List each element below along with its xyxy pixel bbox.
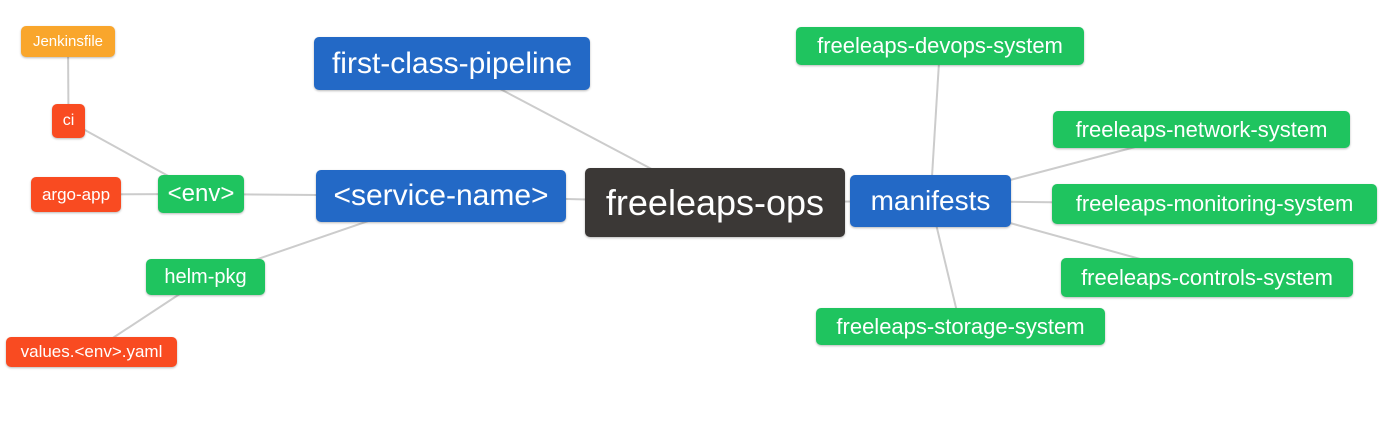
node-freeleaps-network-system[interactable]: freeleaps-network-system	[1053, 111, 1350, 148]
node-argo-app[interactable]: argo-app	[31, 177, 121, 212]
node-label: helm-pkg	[164, 265, 247, 288]
node-freeleaps-storage-system[interactable]: freeleaps-storage-system	[816, 308, 1105, 345]
node-label: freeleaps-monitoring-system	[1075, 191, 1354, 216]
node-label: <service-name>	[333, 179, 549, 212]
node-label: Jenkinsfile	[32, 33, 104, 50]
node-label: values.<env>.yaml	[20, 342, 163, 361]
node-ci[interactable]: ci	[52, 104, 85, 138]
node-label: manifests	[870, 185, 991, 216]
node-env[interactable]: <env>	[158, 175, 244, 213]
node-label: freeleaps-controls-system	[1081, 264, 1333, 290]
node-freeleaps-controls-system[interactable]: freeleaps-controls-system	[1061, 258, 1353, 297]
node-label: freeleaps-network-system	[1075, 116, 1328, 142]
node-label: <env>	[167, 180, 235, 207]
node-label: freeleaps-storage-system	[836, 313, 1085, 339]
node-label: freeleaps-devops-system	[817, 33, 1063, 58]
node-values-env-yaml[interactable]: values.<env>.yaml	[6, 337, 177, 367]
node-freeleaps-ops[interactable]: freeleaps-ops	[585, 168, 845, 237]
node-label: argo-app	[41, 184, 111, 204]
node-label: freeleaps-ops	[605, 181, 825, 223]
node-freeleaps-devops-system[interactable]: freeleaps-devops-system	[796, 27, 1084, 65]
node-jenkinsfile[interactable]: Jenkinsfile	[21, 26, 115, 57]
node-label: ci	[62, 112, 75, 129]
node-first-class-pipeline[interactable]: first-class-pipeline	[314, 37, 590, 90]
node-label: first-class-pipeline	[331, 46, 573, 80]
node-service-name[interactable]: <service-name>	[316, 170, 566, 222]
node-manifests[interactable]: manifests	[850, 175, 1011, 227]
node-freeleaps-monitoring-system[interactable]: freeleaps-monitoring-system	[1052, 184, 1377, 224]
node-helm-pkg[interactable]: helm-pkg	[146, 259, 265, 295]
